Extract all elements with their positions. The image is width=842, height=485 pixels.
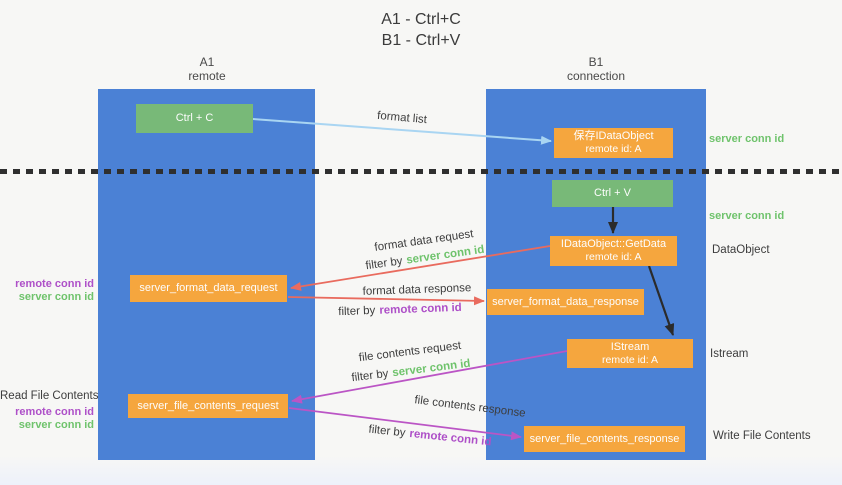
lane-header-b1: B1 connection <box>549 55 643 83</box>
annotation-remote-conn-id-format: remote conn id <box>15 278 94 290</box>
arrow-format-data-response <box>287 296 485 306</box>
annotation-istream: Istream <box>710 348 749 360</box>
annotation-server-conn-id-file: server conn id <box>18 419 94 431</box>
node-save-idataobject-line2: remote id: A <box>585 143 642 155</box>
diagram-title: A1 - Ctrl+C B1 - Ctrl+V <box>0 9 842 51</box>
node-getdata-line2: remote id: A <box>585 251 642 263</box>
remote-conn-id-text: remote conn id <box>408 427 493 449</box>
filter-by-text: filter by <box>350 367 390 385</box>
session-divider-dashed-line <box>0 169 842 174</box>
node-ctrl-v-label: Ctrl + V <box>594 187 631 199</box>
title-line-2: B1 - Ctrl+V <box>381 32 461 49</box>
node-ctrl-v: Ctrl + V <box>552 180 673 207</box>
node-idataobject-getdata: IDataObject::GetData remote id: A <box>550 236 677 266</box>
node-ctrl-c-label: Ctrl + C <box>175 112 214 124</box>
annotation-server-conn-id-mid: server conn id <box>709 210 785 222</box>
remote-conn-id-text: remote conn id <box>379 301 462 317</box>
node-server-file-contents-response-label: server_file_contents_response <box>529 432 680 445</box>
node-server-file-contents-response: server_file_contents_response <box>524 426 685 452</box>
title-line-1: A1 - Ctrl+C <box>381 11 461 28</box>
lane-a1-name: A1 <box>199 55 215 69</box>
lane-a1-role: remote <box>188 69 226 83</box>
filter-by-text: filter by <box>364 255 404 273</box>
node-server-file-contents-request: server_file_contents_request <box>128 394 288 418</box>
label-format-list: format list <box>376 109 428 127</box>
annotation-dataobject: DataObject <box>712 244 770 256</box>
node-server-format-data-request-label: server_format_data_request <box>139 282 278 294</box>
node-server-file-contents-request-label: server_file_contents_request <box>137 399 279 412</box>
filter-by-text: filter by <box>338 304 376 319</box>
node-server-format-data-request: server_format_data_request <box>130 275 287 302</box>
node-istream-line2: remote id: A <box>601 353 659 366</box>
node-save-idataobject-line1: 保存IDataObject <box>573 130 654 142</box>
node-server-format-data-response: server_format_data_response <box>487 289 644 315</box>
lane-b1-role: connection <box>566 69 626 83</box>
filter-by-text: filter by <box>367 423 407 440</box>
lane-b1-name: B1 <box>588 55 604 69</box>
annotation-write-file-contents: Write File Contents <box>713 430 811 442</box>
node-save-idataobject: 保存IDataObject remote id: A <box>554 128 673 158</box>
label-format-data-response: format data response <box>362 282 472 298</box>
node-istream-line1: IStream <box>610 340 650 353</box>
lane-header-a1: A1 remote <box>160 55 254 83</box>
node-getdata-line1: IDataObject::GetData <box>560 238 667 250</box>
annotation-server-conn-id-top: server conn id <box>709 133 785 145</box>
node-istream: IStream remote id: A <box>567 339 693 368</box>
annotation-remote-conn-id-file: remote conn id <box>15 406 94 418</box>
annotation-read-file-contents: Read File Contents <box>0 390 99 402</box>
node-ctrl-c: Ctrl + C <box>136 104 253 133</box>
annotation-server-conn-id-format: server conn id <box>18 291 94 303</box>
server-conn-id-text: server conn id <box>391 357 472 380</box>
node-server-format-data-response-label: server_format_data_response <box>492 295 639 308</box>
